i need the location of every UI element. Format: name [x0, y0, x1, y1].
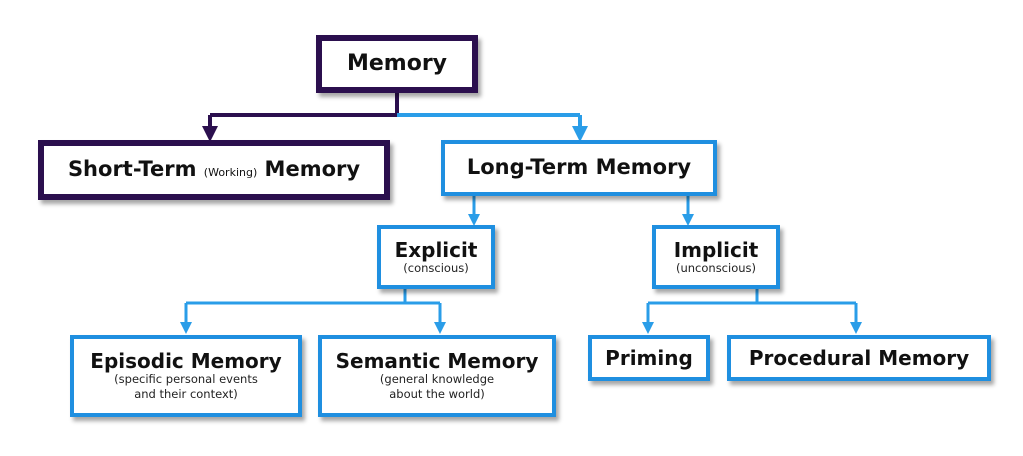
node-priming-title: Priming — [605, 346, 693, 370]
node-semantic-title: Semantic Memory — [335, 349, 539, 374]
node-semantic-subtitle-line1: (general knowledge — [379, 372, 495, 387]
node-short-term-title-before: Short-Term — [67, 157, 204, 182]
node-short-term-memory: Short-Term (Working) Memory — [38, 140, 390, 200]
node-memory: Memory — [316, 35, 478, 93]
node-short-term-title: Short-Term (Working) Memory — [68, 158, 360, 181]
node-short-term-title-working: (Working) — [203, 166, 258, 180]
node-episodic-title: Episodic Memory — [90, 349, 282, 374]
node-long-term-title: Long-Term Memory — [466, 155, 692, 180]
node-episodic-memory: Episodic Memory (specific personal event… — [70, 335, 302, 417]
node-procedural-memory: Procedural Memory — [727, 335, 991, 381]
node-implicit-title: Implicit — [673, 237, 759, 262]
node-explicit-title: Explicit — [394, 237, 478, 262]
node-explicit-subtitle: (conscious) — [403, 260, 469, 275]
node-episodic-subtitle-line2: and their context) — [134, 387, 238, 401]
node-procedural-title: Procedural Memory — [748, 346, 970, 370]
node-explicit: Explicit (conscious) — [377, 225, 495, 289]
connector-implicit-split — [642, 289, 862, 334]
node-short-term-title-after: Memory — [257, 157, 361, 182]
node-episodic-subtitle-line1: (specific personal events — [114, 372, 258, 387]
node-memory-title: Memory — [346, 50, 448, 76]
node-long-term-memory: Long-Term Memory — [441, 140, 717, 196]
connector-long-term-split — [468, 196, 694, 226]
node-semantic-memory: Semantic Memory (general knowledge about… — [318, 335, 556, 417]
node-priming: Priming — [588, 335, 710, 381]
node-semantic-subtitle-line2: about the world) — [389, 387, 485, 401]
node-implicit-subtitle: (unconscious) — [675, 260, 757, 275]
connector-explicit-split — [180, 289, 446, 334]
connector-memory-split — [202, 93, 588, 142]
node-implicit: Implicit (unconscious) — [652, 225, 780, 289]
